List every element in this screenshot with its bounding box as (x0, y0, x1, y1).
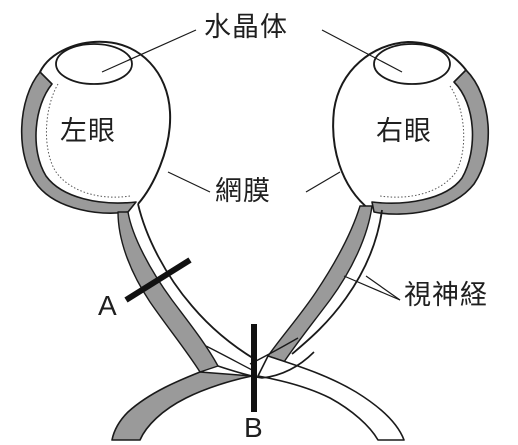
optic-nerve-label: 視神経 (404, 282, 488, 309)
right-eye-label: 右眼 (376, 118, 432, 145)
left-nerve-outer-band (118, 212, 218, 372)
optic-nerves (112, 204, 404, 440)
retina-label: 網膜 (215, 178, 271, 205)
lens-label: 水晶体 (204, 14, 288, 41)
leader-retina-right (306, 172, 340, 192)
right-lens (374, 44, 450, 84)
left-tract (112, 372, 252, 440)
right-nerve-outer-band (268, 206, 372, 362)
cut-b-label: B (244, 414, 263, 442)
cut-a-label: A (98, 292, 117, 320)
right-tract (258, 356, 404, 440)
leader-retina-left (168, 172, 210, 192)
left-eye-label: 左眼 (60, 118, 116, 145)
